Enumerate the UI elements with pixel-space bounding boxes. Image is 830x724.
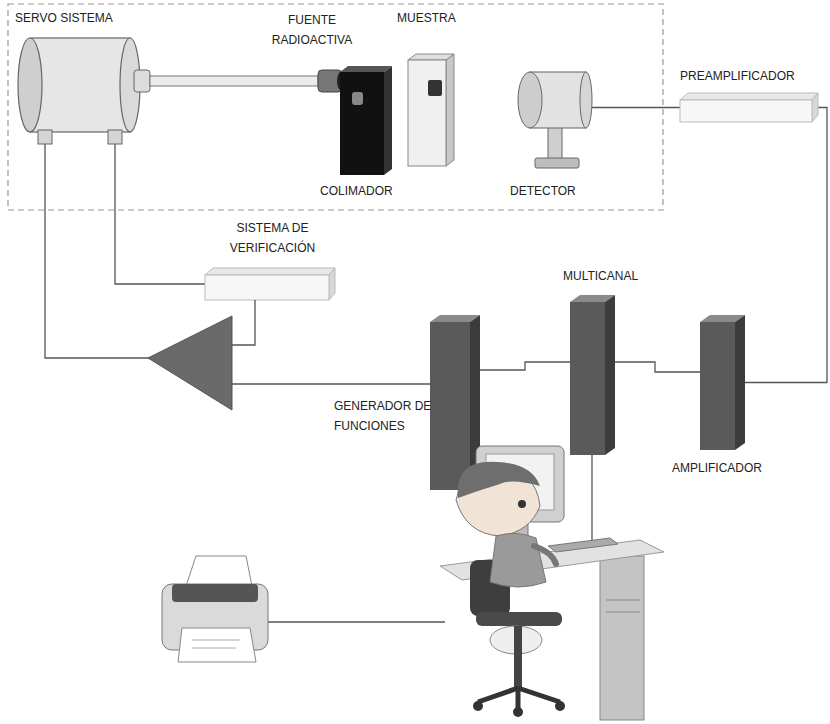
printed-line — [192, 640, 240, 641]
verification-top — [205, 268, 335, 275]
printer-paper-out — [178, 628, 256, 662]
detector-back — [580, 72, 592, 128]
signal-wire — [480, 362, 570, 370]
sample-piece — [428, 80, 442, 96]
generator-front — [430, 322, 470, 490]
chair-base — [478, 688, 560, 708]
servo-motor: SERVO SISTEMA — [18, 35, 138, 135]
part-label: DETECTOR — [510, 181, 600, 201]
servo-foot — [108, 130, 122, 144]
amplifier-box: AMPLIFICADOR — [700, 315, 745, 450]
part-label: PREAMPLIFICADOR — [680, 66, 815, 86]
printer-top — [172, 584, 258, 602]
sample-holder: MUESTRA — [408, 52, 454, 168]
part-label: GENERADOR DE FUNCIONES — [334, 396, 434, 436]
detector-base — [535, 158, 579, 168]
preamplifier-box: PREAMPLIFICADOR — [680, 93, 818, 122]
signal-wire — [590, 107, 680, 108]
verification-box — [205, 275, 329, 300]
child-eye — [518, 500, 526, 508]
part-label: SISTEMA DE VERIFICACIÓN — [215, 218, 330, 258]
desk-drawer — [606, 612, 640, 613]
servo-amplifier-triangle — [148, 316, 232, 410]
part-label: FUENTE RADIOACTIVA — [266, 10, 358, 50]
part-label: SERVO SISTEMA — [15, 8, 145, 28]
chair-post — [514, 626, 522, 688]
servo-end — [18, 38, 42, 132]
collimator-block: COLIMADOR — [340, 66, 392, 176]
child-shirt — [490, 533, 546, 587]
preamp-side — [812, 93, 818, 122]
chair-wheel — [513, 707, 523, 717]
detector-stand — [548, 126, 562, 160]
part-label: AMPLIFICADOR — [672, 458, 792, 478]
printer-paper-in — [186, 556, 252, 586]
chair-wheel — [473, 701, 483, 711]
desk-drawer — [606, 600, 640, 601]
preamp-box — [680, 100, 812, 122]
multichannel-side — [605, 295, 615, 455]
servo-hub — [134, 70, 150, 92]
amplifier-side — [735, 315, 745, 450]
servo-foot — [38, 130, 52, 144]
amplifier-front — [700, 322, 735, 450]
multichannel-front — [570, 302, 605, 455]
multichannel-analyzer: MULTICANAL — [570, 295, 615, 455]
part-label: COLIMADOR — [320, 181, 410, 201]
sample-holder — [408, 60, 446, 166]
collimator-hole — [352, 92, 363, 105]
part-label: MULTICANAL — [563, 266, 663, 286]
signal-wire — [615, 362, 700, 372]
chair-wheel — [555, 701, 565, 711]
chair-seat — [476, 612, 562, 626]
printer-cable — [268, 621, 445, 622]
function-generator: GENERADOR DE FUNCIONES — [430, 315, 480, 490]
part-label: MUESTRA — [397, 8, 477, 28]
desk-pedestal — [600, 556, 644, 720]
sample-side — [446, 54, 454, 166]
child-hair — [458, 462, 540, 498]
printed-line — [192, 648, 236, 649]
child-arm — [534, 546, 556, 564]
detector: DETECTOR — [518, 68, 590, 172]
rod — [150, 76, 318, 86]
verification-box: SISTEMA DE VERIFICACIÓN — [205, 268, 335, 300]
collimator-block — [340, 72, 384, 175]
collimator-side — [384, 66, 392, 175]
feedback-wire — [232, 300, 255, 345]
servo-body — [30, 38, 130, 132]
collimator-top — [340, 66, 392, 72]
keyboard — [548, 538, 618, 552]
verification-side — [329, 268, 335, 300]
sample-top — [408, 54, 454, 60]
radioactive-source: FUENTE RADIOACTIVA — [318, 68, 344, 94]
preamp-top — [680, 93, 818, 100]
detector-window — [518, 72, 542, 128]
data-wire — [566, 455, 592, 545]
enclosure-dashed — [8, 4, 663, 210]
signal-wire — [745, 108, 827, 383]
